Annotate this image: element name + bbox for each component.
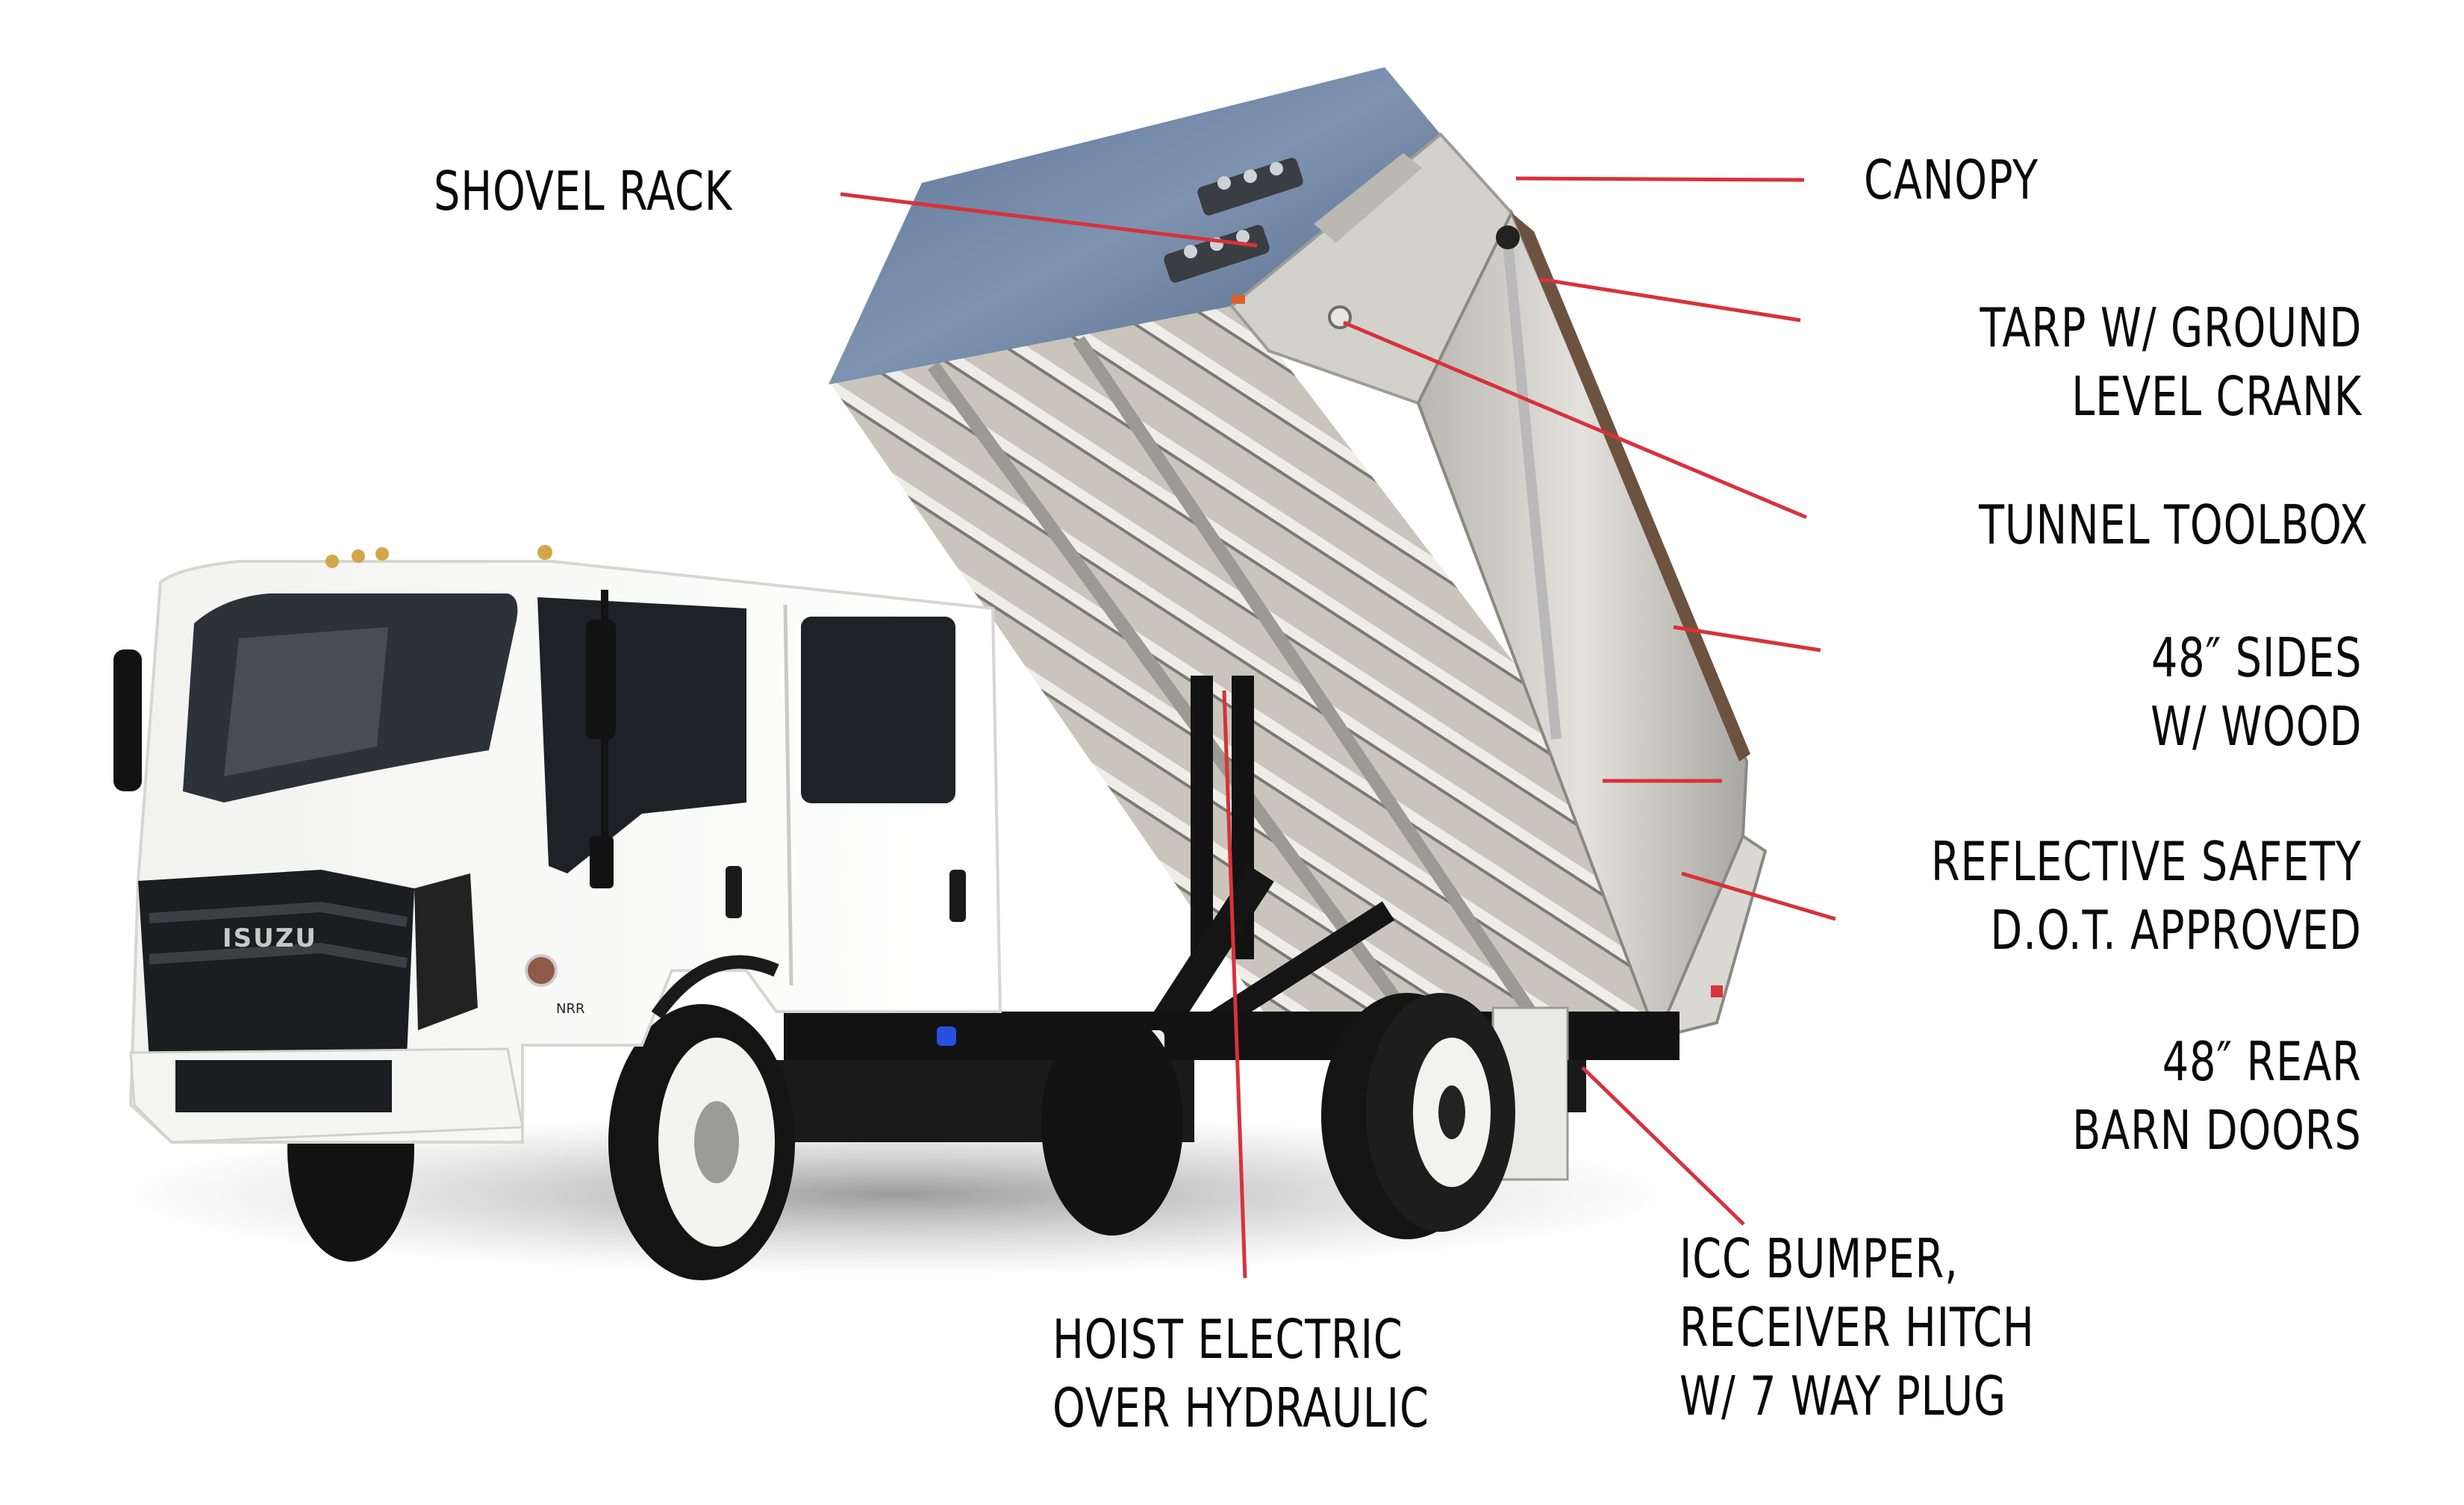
callout-text: OVER HYDRAULIC: [1052, 1377, 1429, 1439]
wood-side-strip: [1512, 213, 1750, 761]
callout-text: W/ 7 WAY PLUG: [1679, 1365, 2007, 1427]
rear-barn-doors: [1654, 833, 1768, 1040]
body-underside: [829, 302, 1732, 1041]
leader-line-tunnel-toolbox: [1343, 320, 1807, 520]
callout-text: BARN DOORS: [2072, 1099, 2362, 1162]
callout-tunnel-toolbox: TUNNEL TOOLBOX: [1979, 490, 2368, 559]
leader-line-icc-bumper: [1581, 1066, 1745, 1226]
leader-line-rear-doors: [1681, 871, 1836, 921]
callout-text: CANOPY: [1864, 149, 2039, 211]
callout-text: TARP W/ GROUND: [1980, 296, 2362, 359]
leader-line-shovel-rack: [840, 192, 1258, 248]
model-badge: NRR: [556, 1001, 584, 1017]
callout-rear-doors: 48″ REAR BARN DOORS: [2072, 1027, 2362, 1165]
leader-line-hoist: [1222, 690, 1247, 1279]
crew-cab: [113, 545, 1002, 1144]
callout-text: W/ WOOD: [2150, 695, 2362, 758]
leader-line-canopy: [1515, 176, 1805, 182]
brand-badge: ISUZU: [222, 923, 317, 953]
leader-lines: [840, 176, 1836, 1279]
def-cap: [937, 1026, 956, 1046]
headlight: [414, 873, 478, 1030]
callout-text: ICC BUMPER,: [1679, 1227, 1959, 1290]
leader-line-tarp: [1539, 277, 1801, 322]
callout-sides: 48″ SIDES W/ WOOD: [2150, 623, 2362, 761]
callout-text: REFLECTIVE SAFETY: [1931, 830, 2362, 893]
callout-text: LEVEL CRANK: [2071, 365, 2362, 428]
callout-text: D.O.T. APPROVED: [1990, 899, 2362, 962]
callout-text: HOIST ELECTRIC: [1052, 1308, 1403, 1371]
callout-text: SHOVEL RACK: [434, 160, 733, 222]
front-grille: [138, 870, 414, 1060]
leader-line-sides: [1673, 625, 1821, 652]
callout-reflective-safety: REFLECTIVE SAFETY D.O.T. APPROVED: [1931, 827, 2362, 965]
canopy-top: [829, 67, 1441, 384]
rear-door-window: [801, 617, 955, 803]
callout-text: 48″ SIDES: [2150, 626, 2362, 689]
dump-body: [829, 67, 1768, 1042]
callout-hoist: HOIST ELECTRIC OVER HYDRAULIC: [1052, 1305, 1429, 1442]
callout-tarp: TARP W/ GROUND LEVEL CRANK: [1980, 293, 2362, 431]
hoist-assembly: [1152, 676, 1395, 1040]
side-mirror: [113, 649, 142, 791]
tarp-crank-arm: [1503, 242, 1562, 740]
rear-dual-wheels: [1041, 993, 1515, 1239]
callout-canopy: CANOPY: [1864, 146, 2039, 214]
callout-text: 48″ REAR: [2162, 1030, 2362, 1093]
callout-shovel-rack: SHOVEL RACK: [434, 157, 732, 225]
body-side-wall: [1416, 209, 1749, 1042]
callout-text: RECEIVER HITCH: [1679, 1296, 2035, 1359]
dealer-emblem: [525, 954, 558, 987]
callout-icc-bumper: ICC BUMPER, RECEIVER HITCH W/ 7 WAY PLUG: [1679, 1224, 2035, 1430]
callout-text: TUNNEL TOOLBOX: [1979, 493, 2368, 556]
ground-shadow: [112, 1112, 1679, 1277]
